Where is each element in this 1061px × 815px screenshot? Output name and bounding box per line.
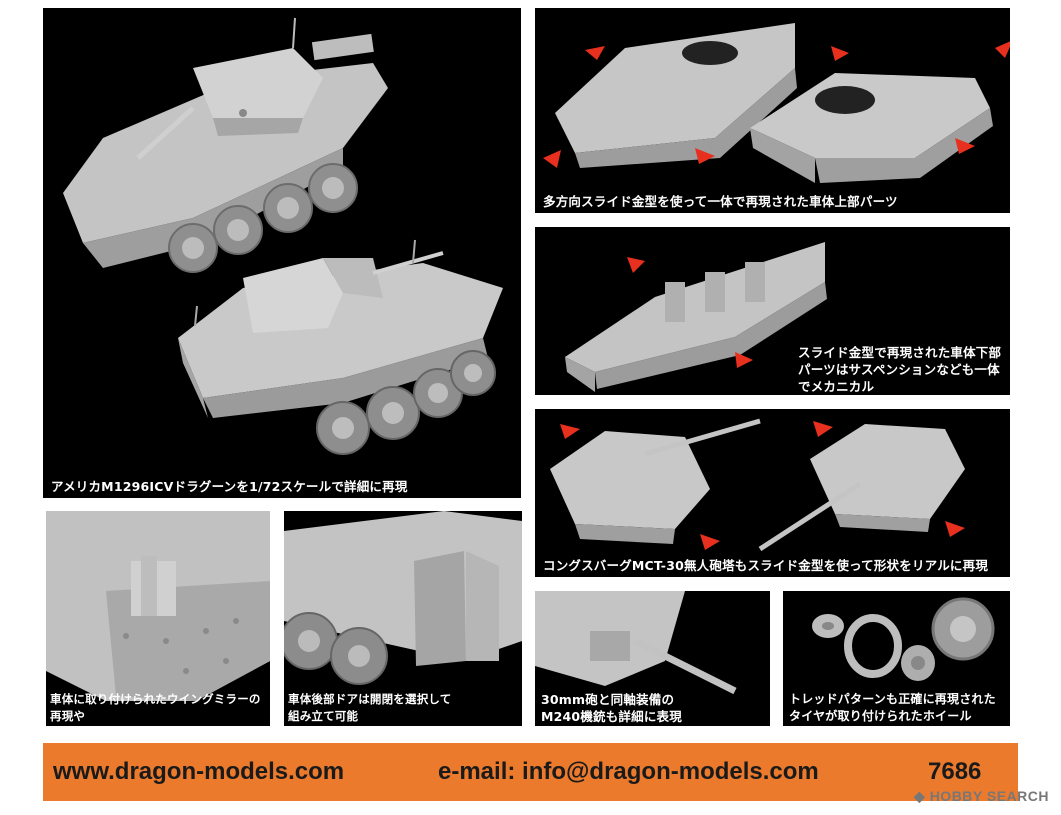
wheels-image — [812, 597, 995, 681]
arrow-icon — [560, 421, 965, 550]
gun-panel: 30mm砲と同軸装備の M240機銃も詳細に表現 — [535, 591, 770, 726]
turret-panel: コングスバーグMCT-30無人砲塔もスライド金型を使って形状をリアルに再現 — [535, 409, 1010, 577]
product-number: 7686 — [928, 758, 982, 785]
footer-bar: www.dragon-models.com e-mail: info@drago… — [43, 743, 1018, 801]
caption-gun: 30mm砲と同軸装備の M240機銃も詳細に表現 — [541, 692, 682, 724]
caption-rear-door: 車体後部ドアは開閉を選択して 組み立て可能 — [288, 692, 452, 723]
website-link[interactable]: www.dragon-models.com — [53, 758, 345, 785]
wheels-panel: トレッドパターンも正確に再現された タイヤが取り付けられたホイール — [783, 591, 1010, 726]
hobbysearch-watermark: ◆ HOBBY SEARCH — [914, 788, 1049, 804]
mirror-panel: 車体に取り付けられたウイングミラーの再現や 車体のボルト表現が仕上がりをリアルに… — [46, 511, 270, 726]
caption-wheels: トレッドパターンも正確に再現された タイヤが取り付けられたホイール — [789, 692, 996, 723]
lower-hull-image — [565, 242, 827, 392]
upper-hull-image — [543, 23, 1010, 183]
caption-main: アメリカM1296ICVドラグーンを1/72スケールで詳細に再現 — [51, 479, 408, 494]
email-link[interactable]: e-mail: info@dragon-models.com — [438, 758, 819, 785]
vehicle-render-image — [63, 17, 503, 455]
caption-turret: コングスバーグMCT-30無人砲塔もスライド金型を使って形状をリアルに再現 — [543, 558, 989, 573]
arrow-icon — [543, 41, 1010, 168]
gun-closeup-image — [535, 591, 737, 695]
watermark-logo-icon: ◆ — [914, 788, 926, 804]
turret-image — [550, 418, 965, 552]
upper-hull-panel: 多方向スライド金型を使って一体で再現された車体上部パーツ — [535, 8, 1010, 213]
lower-hull-panel: スライド金型で再現された車体下部 パーツはサスペンションなども一体 でメカニカル — [535, 227, 1010, 395]
caption-lower-hull: スライド金型で再現された車体下部 パーツはサスペンションなども一体 でメカニカル — [798, 345, 1002, 394]
arrow-icon — [627, 257, 753, 368]
caption-upper-hull: 多方向スライド金型を使って一体で再現された車体上部パーツ — [543, 194, 898, 209]
mirror-closeup-image — [46, 511, 270, 701]
rear-door-panel: 車体後部ドアは開閉を選択して 組み立て可能 — [284, 511, 522, 726]
caption-mirror: 車体に取り付けられたウイングミラーの再現や 車体のボルト表現が仕上がりをリアルに… — [50, 692, 261, 723]
rear-door-image — [284, 511, 522, 685]
main-product-panel: アメリカM1296ICVドラグーンを1/72スケールで詳細に再現 — [43, 8, 521, 498]
